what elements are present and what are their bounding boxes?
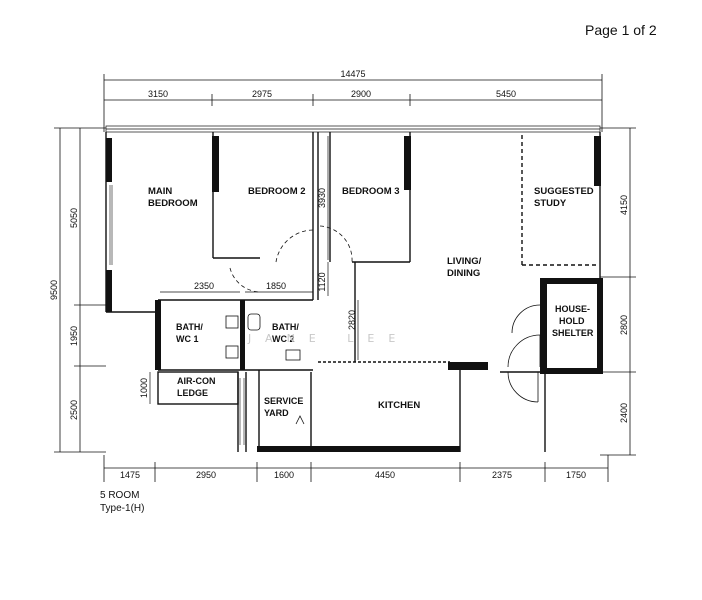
- study-label-2: STUDY: [534, 198, 567, 209]
- bottom-dim-3: 1600: [274, 470, 294, 480]
- corridor-gap-label: 1120: [317, 272, 327, 291]
- bottom-dim-5: 2375: [492, 470, 512, 480]
- study-label-1: SUGGESTED: [534, 186, 594, 197]
- top-dim-1: 3150: [148, 89, 168, 99]
- top-dim-2: 2975: [252, 89, 272, 99]
- kitchen-label: KITCHEN: [378, 400, 420, 411]
- page-number: Page 1 of 2: [585, 22, 657, 38]
- top-dimensions: [103, 74, 603, 132]
- right-dim-1: 4150: [619, 195, 629, 215]
- overall-width-label: 14475: [340, 69, 365, 79]
- left-dim-2: 1950: [69, 326, 79, 346]
- bath1-width-label: 2350: [194, 281, 214, 291]
- top-dim-4: 5450: [496, 89, 516, 99]
- left-dimensions: [54, 127, 106, 453]
- service-yard-label-1: SERVICE: [264, 396, 303, 406]
- living-dining-label-2: DINING: [447, 268, 480, 279]
- bedroom2-label: BEDROOM 2: [248, 186, 306, 197]
- shelter-label-3: SHELTER: [552, 328, 594, 338]
- main-bedroom-label-2: BEDROOM: [148, 198, 198, 209]
- living-depth-label: 2820: [347, 310, 357, 330]
- right-dimensions: [600, 127, 636, 456]
- caption-line-1: 5 ROOM: [100, 490, 140, 501]
- bath-wc1-label-2: WC 1: [176, 334, 199, 344]
- overall-height-label: 9500: [49, 280, 59, 300]
- window-band: [105, 125, 601, 133]
- living-dining-label-1: LIVING/: [447, 256, 482, 267]
- aircon-depth-label: 1000: [139, 378, 149, 398]
- bottom-dim-2: 2950: [196, 470, 216, 480]
- inner-dimension-lines: [149, 136, 359, 404]
- right-dim-2: 2800: [619, 315, 629, 335]
- left-dim-1: 5050: [69, 208, 79, 228]
- bedroom3-depth-label: 3930: [317, 188, 327, 208]
- vent-symbol-icon: [295, 415, 305, 425]
- bath-wc2-label-2: WC 2: [272, 334, 295, 344]
- bottom-dim-4: 4450: [375, 470, 395, 480]
- bottom-dim-1: 1475: [120, 470, 140, 480]
- right-dim-3: 2400: [619, 403, 629, 423]
- aircon-label-2: LEDGE: [177, 388, 208, 398]
- caption-line-2: Type-1(H): [100, 503, 145, 514]
- top-dim-3: 2900: [351, 89, 371, 99]
- shelter-label-2: HOLD: [559, 316, 585, 326]
- watermark: JANE LEE: [247, 332, 409, 345]
- service-yard-label-2: YARD: [264, 408, 289, 418]
- bottom-dimensions: [103, 455, 609, 482]
- bath-wc2-label-1: BATH/: [272, 322, 299, 332]
- shelter-door-swings: [507, 304, 541, 403]
- left-dim-3: 2500: [69, 400, 79, 420]
- bath-wc1-label-1: BATH/: [176, 322, 203, 332]
- main-bedroom-label-1: MAIN: [148, 186, 172, 197]
- shelter-label-1: HOUSE-: [555, 304, 590, 314]
- aircon-label-1: AIR-CON: [177, 376, 216, 386]
- door-swings: [229, 225, 353, 293]
- window-mullions: [109, 185, 245, 445]
- bath-fixtures: [225, 313, 301, 361]
- bath2-width-label: 1850: [266, 281, 286, 291]
- thick-walls: [106, 136, 603, 452]
- bedroom3-label: BEDROOM 3: [342, 186, 400, 197]
- bottom-dim-6: 1750: [566, 470, 586, 480]
